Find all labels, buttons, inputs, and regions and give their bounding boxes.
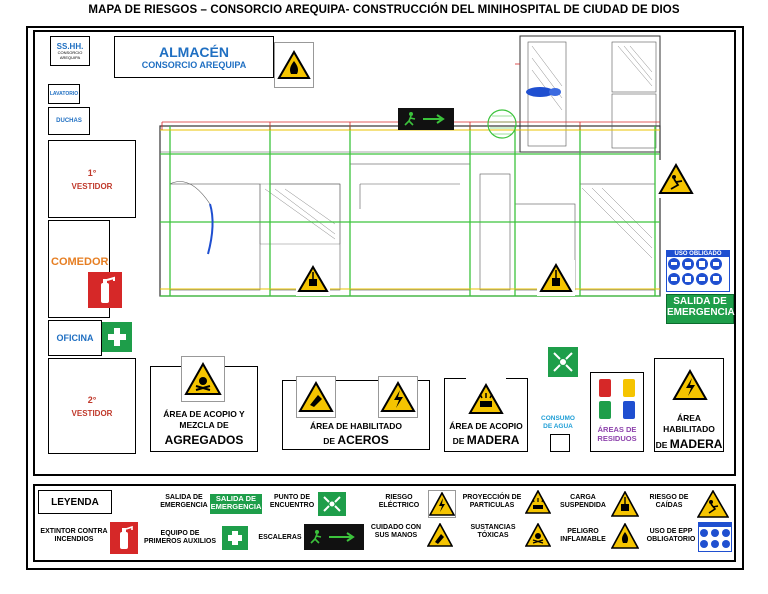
legend-icon-extintor [110,522,138,554]
area-madera-big: MADERA [466,433,520,448]
suspended-load-sign [296,262,330,296]
legend-label-salida: SALIDA DE EMERGENCIA [160,494,208,510]
legend-label-primeros-auxilios: EQUIPO DE PRIMEROS AUXILIOS [143,530,217,546]
legend-icon-proyeccion [524,488,552,516]
legend-icon-uso-epp-band [699,523,731,527]
legend-icon-riesgo-caidas [696,488,730,520]
page-title: MAPA DE RIESGOS – CONSORCIO AREQUIPA- CO… [88,4,680,16]
legend-icon-punto-encuentro [318,492,346,516]
legend-icon-primeros-auxilios [222,526,248,550]
area-aceros-label: ÁREA DE HABILITADO DE ACEROS [283,421,429,449]
area-agregados-line1: ÁREA DE ACOPIO Y [163,409,245,419]
area-habilitado-madera-prefix: DE [655,439,668,450]
room-vestidor-1-number: 1° [87,167,97,178]
room-sshh-sub: CONSORCIO AREQUIPA [57,50,83,60]
meeting-point-sign [548,347,578,377]
room-comedor-label: COMEDOR [51,256,109,268]
legend-label-uso-epp: USO DE EPP OBLIGATORIO [646,528,696,544]
area-residuos: ÁREAS DE RESIDUOS [590,372,644,452]
legend-label-cuidado-manos: CUIDADO CON SUS MANOS [370,524,422,540]
room-sshh-label: SS.HH. [56,42,84,52]
emergency-exit-line2: EMERGENCIA [667,306,735,318]
legend-icon-carga-suspendida [610,490,640,518]
legend-label-proyeccion: PROYECCIÓN DE PARTICULAS [462,494,522,510]
area-habilitado-madera-label: ÁREA HABILITADO DE MADERA [655,413,723,452]
mandatory-ppe-panel: USO OBLIGADO [666,250,730,292]
room-duchas-label: DUCHAS [56,118,82,124]
room-lavatorio-label: LAVATORIO [49,91,79,97]
electrical-risk-sign-2 [670,364,710,406]
area-consumo-agua-label: CONSUMO DE AGUA [541,415,575,430]
area-aceros-line1: ÁREA DE HABILITADO [309,421,403,431]
area-madera-label: ÁREA DE ACOPIO DE MADERA [445,421,527,449]
area-agregados-line2: MEZCLA DE [179,420,229,431]
room-sshh: SS.HH. CONSORCIO AREQUIPA [50,36,90,66]
flammable-sign [274,42,314,88]
area-aceros-big: ACEROS [337,433,389,448]
room-almacen-label: ALMACÉN [159,44,229,60]
area-madera-line1: ÁREA DE ACOPIO [449,421,523,431]
ppe-icons [668,258,722,285]
legend-icon-riesgo-electrico [428,490,456,518]
legend-label-carga-suspendida: CARGA SUSPENDIDA [560,494,606,510]
legend-icon-peligro-inflamable [610,520,640,552]
emergency-stairs-sign [398,108,454,130]
room-oficina-label: OFICINA [56,333,94,343]
area-madera-prefix: DE [452,436,465,447]
mandatory-ppe-title: USO OBLIGADO [667,251,729,257]
room-vestidor-2-number: 2° [87,394,97,405]
legend-label-riesgo-caidas: RIESGO DE CAÍDAS [649,494,689,510]
room-lavatorio: LAVATORIO [48,84,80,104]
area-madera: ÁREA DE ACOPIO DE MADERA [444,378,528,452]
area-agregados-big: AGREGADOS [164,432,244,447]
fall-risk-sign [656,160,696,198]
legend-icon-sustancias-toxicas [524,520,552,550]
legend-label-extintor: EXTINTOR CONTRA INCENDIOS [40,528,108,544]
area-agregados-label: ÁREA DE ACOPIO Y MEZCLA DE AGREGADOS [151,409,257,448]
legend-label-punto-encuentro: PUNTO DE ENCUENTRO [269,494,315,510]
area-residuos-label: ÁREAS DE RESIDUOS [597,425,637,443]
emergency-exit-sign: SALIDA DE EMERGENCIA [666,294,735,324]
toxic-sign [181,356,225,402]
emergency-exit-line1: SALIDA DE [673,296,727,307]
site-map-frame [33,30,736,476]
room-vestidor-1-label: VESTIDOR [71,181,113,191]
room-almacen: ALMACÉN CONSORCIO AREQUIPA [114,36,274,78]
legend-label-riesgo-electrico: RIESGO ELÉCTRICO [378,494,420,510]
room-vestidor-2: 2° VESTIDOR [48,358,136,454]
legend-icon-salida-line1: SALIDA DE [215,494,257,503]
legend-icon-uso-epp [698,522,732,552]
legend [33,484,736,562]
particle-projection-sign [466,378,506,420]
area-habilitado-madera-line1: ÁREA HABILITADO [663,413,715,435]
area-consumo-agua: CONSUMO DE AGUA [538,412,578,434]
legend-title-box: LEYENDA [38,490,112,514]
room-vestidor-2-label: VESTIDOR [71,408,113,418]
water-point-box [550,434,570,452]
legend-icon-salida: SALIDA DE EMERGENCIA [210,494,262,514]
waste-bins-icon [599,379,635,419]
legend-icon-cuidado-manos [426,520,454,550]
electrical-risk-sign [378,376,418,418]
floor-plan [159,35,661,297]
hand-injury-sign [296,376,336,418]
legend-icon-salida-line2: EMERGENCIA [210,501,262,511]
area-aceros-prefix: DE [323,436,336,447]
room-vestidor-1: 1° VESTIDOR [48,140,136,218]
suspended-load-sign-2 [537,260,575,296]
area-habilitado-madera-big: MADERA [669,436,723,451]
fire-extinguisher-sign [88,272,122,308]
legend-title: LEYENDA [51,496,99,508]
room-duchas: DUCHAS [48,107,90,135]
outer-frame [26,26,744,570]
room-oficina: OFICINA [48,320,102,356]
legend-label-peligro-inflamable: PELIGRO INFLAMABLE [560,528,606,544]
legend-icon-escaleras [304,524,364,550]
first-aid-sign [102,322,132,352]
legend-label-sustancias-toxicas: SUSTANCIAS TÓXICAS [470,524,516,540]
legend-label-escaleras: ESCALERAS [258,534,302,541]
room-almacen-sub: CONSORCIO AREQUIPA [141,60,247,70]
